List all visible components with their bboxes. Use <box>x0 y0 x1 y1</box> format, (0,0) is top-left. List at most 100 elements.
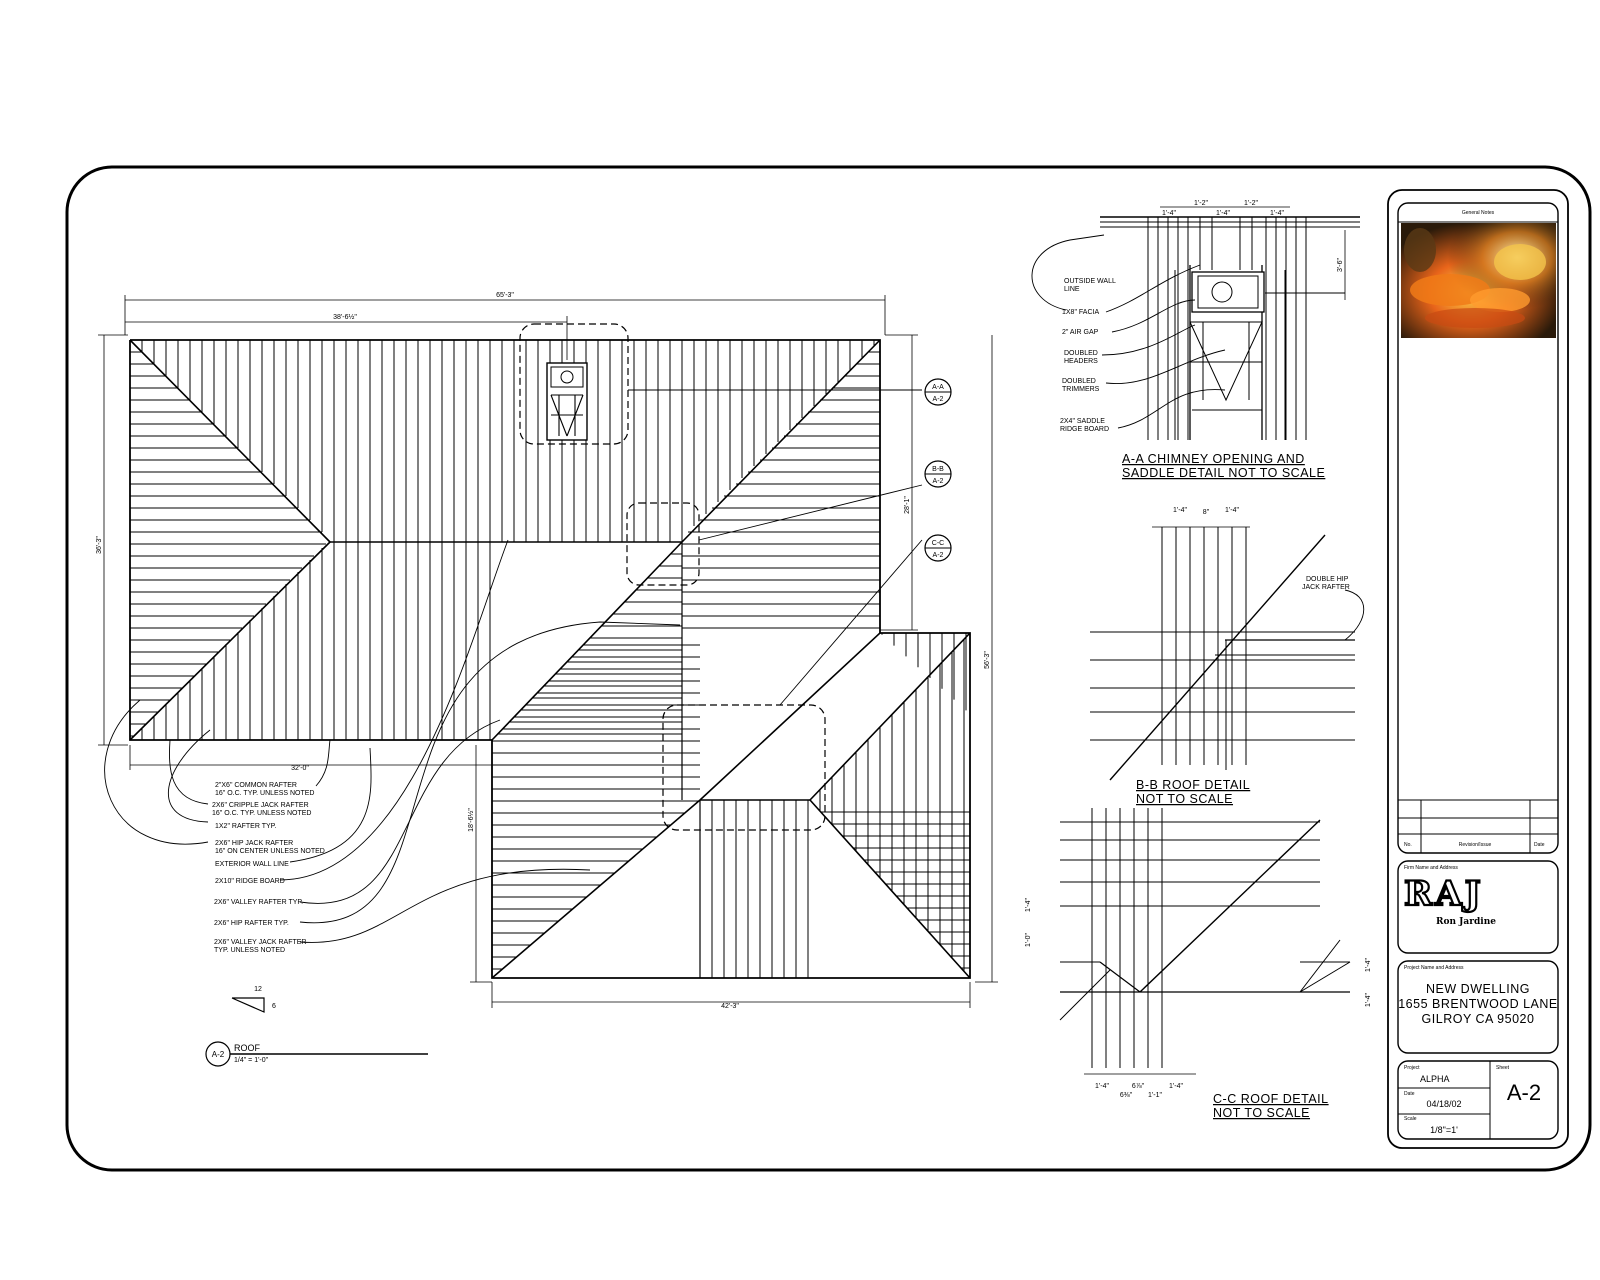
project-value: ALPHA <box>1420 1074 1450 1084</box>
section-tag-c[interactable]: C-C A-2 <box>924 534 952 562</box>
section-tag-bottom: A-2 <box>933 396 944 403</box>
section-tag-bottom: A-2 <box>933 552 944 559</box>
note-hip-jack-spacing: 16" ON CENTER UNLESS NOTED <box>215 848 325 855</box>
section-tag-top: A-A <box>932 384 944 391</box>
detail-a-dims: 1'-2" 1'-2" 1'-4" 1'-4" 1'-4" 3'-6" <box>1162 200 1344 272</box>
title-block <box>1387 189 1569 1149</box>
dim: 1'-4" <box>1095 1083 1109 1090</box>
dim-bottom-left: 32'-0" <box>291 765 309 772</box>
detail-b-lines <box>1090 527 1355 781</box>
note: DOUBLED <box>1062 378 1096 385</box>
note-hip-jack: 2X6" HIP JACK RAFTER <box>215 840 293 847</box>
dim-left-side: 36'-3" <box>96 536 103 554</box>
dim-lower-left: 18'-6½" <box>467 808 475 832</box>
note: 2X4" SADDLE <box>1060 418 1105 425</box>
note: DOUBLED <box>1064 350 1098 357</box>
detail-c-lines <box>1059 808 1351 1068</box>
note: TRIMMERS <box>1062 386 1100 393</box>
roof-plan-label: A-2 ROOF 1/4" = 1'-0" <box>205 1041 428 1067</box>
rafter-line <box>1299 939 1341 993</box>
dim: 1'-4" <box>1270 210 1284 217</box>
note-common-rafter-spacing: 16" O.C. TYP. UNLESS NOTED <box>215 790 314 797</box>
sheet-border <box>65 165 1592 1172</box>
rafter-line <box>1299 961 1351 993</box>
dim-right-overall: 56'-3" <box>984 651 991 669</box>
dim-top-left: 38'-6½" <box>333 313 357 321</box>
note: LINE <box>1064 286 1080 293</box>
section-tag-bottom: A-2 <box>933 478 944 485</box>
note-exterior-wall: EXTERIOR WALL LINE <box>215 861 289 868</box>
slope-symbol: 12 6 <box>231 986 276 1013</box>
section-tag-top: B-B <box>932 466 944 473</box>
dim: 1'-4" <box>1216 210 1230 217</box>
detail-b-title-1: B-B ROOF DETAIL <box>1136 778 1250 792</box>
section-tag-top: C-C <box>932 540 944 547</box>
firm-logo: RAJ <box>1404 874 1484 914</box>
drawing-tag: A-2 <box>212 1050 225 1059</box>
sheet-number: A-2 <box>1507 1080 1541 1105</box>
project-line-3: GILROY CA 95020 <box>1422 1012 1535 1026</box>
date-small-label: Date <box>1404 1091 1415 1097</box>
detail-b-dims: 1'-4" 8" 1'-4" DOUBLE HIP JACK RAFTER <box>1173 507 1350 591</box>
note: DOUBLE HIP <box>1306 576 1349 583</box>
note: 2" AIR GAP <box>1062 329 1099 336</box>
title-block-text: General Notes No. Revision/Issue Date Fi… <box>1398 210 1558 1135</box>
dim: 1'-4" <box>1169 1083 1183 1090</box>
dim: 1'-4" <box>1162 210 1176 217</box>
note: HEADERS <box>1064 358 1098 365</box>
dim-overall-top: 65'-3" <box>496 292 514 299</box>
note-cripple-jack-spacing: 16" O.C. TYP. UNLESS NOTED <box>212 810 311 817</box>
note-cripple-jack: 2X6" CRIPPLE JACK RAFTER <box>212 802 309 809</box>
firm-label: Firm Name and Address <box>1404 865 1458 871</box>
detail-c-title-2: NOT TO SCALE <box>1213 1106 1310 1120</box>
detail-b-title-2: NOT TO SCALE <box>1136 792 1233 806</box>
detail-b-b <box>1090 526 1365 781</box>
dim: 1'-4" <box>1025 898 1032 912</box>
general-notes-label: General Notes <box>1462 210 1495 216</box>
detail-c-dims: 1'-0" 1'-4" 1'-4" 1'-4" 1'-4" 6⅞" 1'-4" … <box>1025 898 1372 1099</box>
dim: 8" <box>1203 509 1210 516</box>
project-line-2: 1655 BRENTWOOD LANE <box>1398 997 1558 1011</box>
note-hip-rafter: 2X6" HIP RAFTER TYP. <box>214 920 289 927</box>
note: JACK RAFTER <box>1302 584 1350 591</box>
date-value: 04/18/02 <box>1426 1099 1461 1109</box>
rafter-line <box>1109 534 1326 781</box>
scale-small-label: Scale <box>1404 1116 1417 1122</box>
note: OUTSIDE WALL <box>1064 278 1116 285</box>
section-tag-b[interactable]: B-B A-2 <box>924 460 952 488</box>
slope-run: 12 <box>254 986 262 993</box>
plan-note-leaders <box>104 539 681 943</box>
detail-c-title-1: C-C ROOF DETAIL <box>1213 1092 1329 1106</box>
dim-right-upper: 28'-1" <box>904 496 911 514</box>
rafter-line <box>1139 819 1321 993</box>
project-line-1: NEW DWELLING <box>1426 982 1530 996</box>
dim: 6⅜" <box>1120 1092 1133 1099</box>
section-tag-a[interactable]: A-A A-2 <box>924 378 952 406</box>
dim: 1'-2" <box>1194 200 1208 207</box>
slope-rise: 6 <box>272 1003 276 1010</box>
revision-issue-label: Revision/Issue <box>1459 842 1492 848</box>
note-rafter-1x2: 1X2" RAFTER TYP. <box>215 823 276 830</box>
detail-a-title-1: A-A CHIMNEY OPENING AND <box>1122 452 1305 466</box>
detail-a-a <box>1031 206 1360 440</box>
detail-c-c <box>1059 808 1351 1075</box>
detail-a-lines <box>1100 216 1360 440</box>
revision-date-label: Date <box>1534 842 1545 848</box>
note-common-rafter: 2"X6" COMMON RAFTER <box>215 782 297 789</box>
drawing-title: ROOF <box>234 1043 261 1053</box>
note: RIDGE BOARD <box>1060 426 1109 433</box>
dim: 1'-4" <box>1173 507 1187 514</box>
dim: 6⅞" <box>1132 1083 1145 1090</box>
dim: 1'-4" <box>1365 958 1372 972</box>
note-valley-rafter: 2X6" VALLEY RAFTER TYP. <box>214 899 303 906</box>
dim-bottom: 42'-3" <box>721 1003 739 1010</box>
firm-name: Ron Jardine <box>1436 917 1496 927</box>
roof-plan <box>129 323 971 979</box>
revision-no-label: No. <box>1404 842 1412 848</box>
note-valley-jack: 2X6" VALLEY JACK RAFTER <box>214 939 306 946</box>
dim: 1'-4" <box>1225 507 1239 514</box>
drawing-scale: 1/4" = 1'-0" <box>234 1057 269 1064</box>
dim: 1'-4" <box>1365 993 1372 1007</box>
rafter-line <box>1099 961 1141 993</box>
